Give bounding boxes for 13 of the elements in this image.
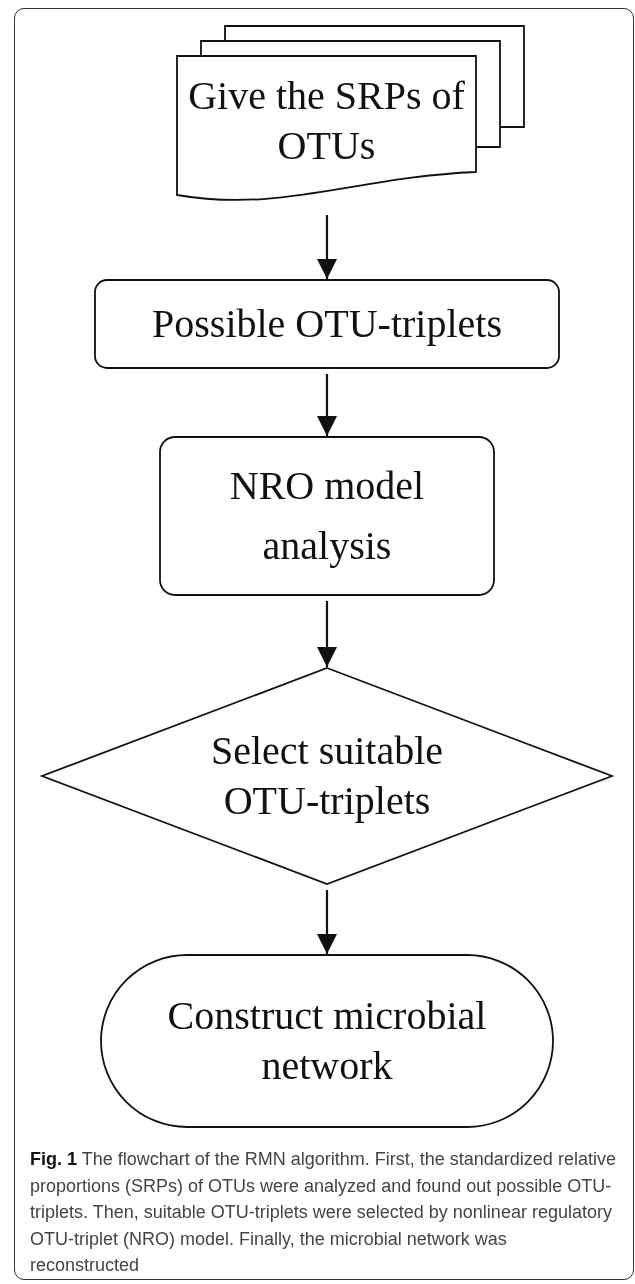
node-label: Possible OTU-triplets	[152, 300, 502, 348]
arrow	[317, 890, 337, 954]
figure-caption: Fig. 1 The flowchart of the RMN algorithm. First, the standardized relative proportions (SRPs) of OTUs were analyzed and found out possible OTU-triplets. Then, suitable OTU-triplets were selected by nonlinear regulatory OTU-triplet (NRO) model. Finally, the microbial network was reconstructed	[30, 1148, 617, 1277]
process-box	[95, 280, 559, 368]
node-label: Construct microbial network	[166, 992, 488, 1090]
node-label: NRO model analysis	[228, 462, 426, 570]
process-box	[160, 437, 494, 595]
node-label: Select suitable OTU-triplets	[209, 727, 445, 825]
decision-diamond	[42, 668, 612, 884]
arrow	[317, 601, 337, 667]
node-label: Give the SRPs of OTUs	[187, 71, 466, 170]
arrow	[317, 215, 337, 279]
arrow	[317, 374, 337, 436]
